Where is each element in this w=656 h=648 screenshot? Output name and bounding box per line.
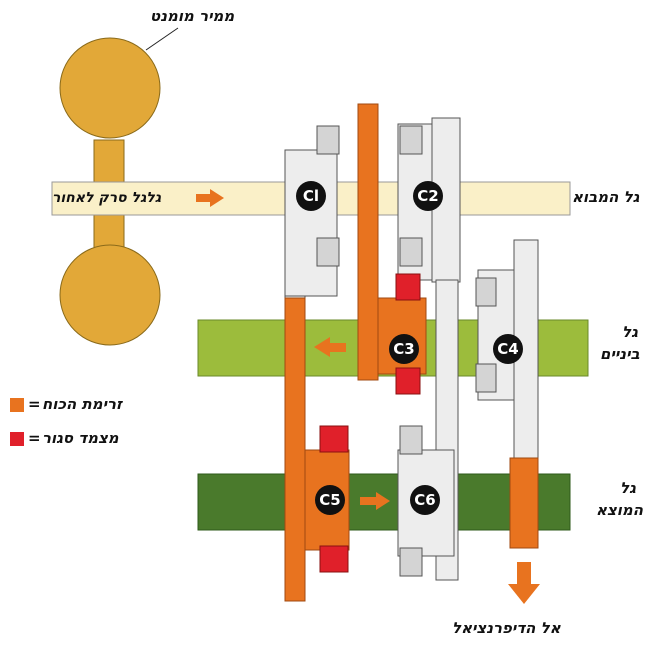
converter-disk-top bbox=[59, 37, 161, 139]
clutch-c2-label: C2 bbox=[413, 181, 443, 211]
legend-dash-1: = bbox=[28, 395, 41, 413]
intermediate-shaft-label-2: ביניים bbox=[600, 345, 640, 363]
svg-text:C5: C5 bbox=[319, 491, 340, 509]
clutch-c1-housing bbox=[284, 125, 340, 297]
clutch-c4-label: C4 bbox=[493, 334, 523, 364]
svg-text:Cl: Cl bbox=[303, 187, 319, 205]
output-shaft-label-1: גל bbox=[620, 479, 636, 497]
svg-text:C2: C2 bbox=[417, 187, 438, 205]
svg-text:C6: C6 bbox=[414, 491, 435, 509]
output-power-bar bbox=[509, 457, 539, 549]
converter-disk-bottom bbox=[59, 244, 161, 346]
arrow-input-right bbox=[196, 189, 224, 207]
down-arrow bbox=[508, 562, 540, 604]
to-differential-label: אל הדיפרנציאל bbox=[452, 619, 561, 637]
clutch-c5-label: C5 bbox=[315, 485, 345, 515]
svg-text:C4: C4 bbox=[497, 340, 518, 358]
legend-swatch-closed-clutch bbox=[10, 432, 24, 446]
clutch-c6-label: C6 bbox=[410, 485, 440, 515]
power-bar-left bbox=[284, 297, 306, 602]
svg-text:C3: C3 bbox=[393, 340, 414, 358]
clutch-c3-label: C3 bbox=[389, 334, 419, 364]
output-shaft-label-2: המוצא bbox=[596, 501, 644, 519]
legend-closed-clutch-label: מצמד סגור bbox=[42, 429, 119, 447]
clutch-c4-housing bbox=[475, 239, 539, 459]
power-bar-center bbox=[357, 103, 379, 381]
torque-converter bbox=[59, 27, 179, 346]
torque-converter-label: ממיר מומנט bbox=[150, 7, 235, 25]
legend-dash-2: = bbox=[28, 429, 41, 447]
arrow-output-right bbox=[360, 492, 390, 510]
clutch-c1-label: Cl bbox=[296, 181, 326, 211]
input-shaft-label: גל המבוא bbox=[572, 188, 640, 206]
legend-power-flow-label: זרימת הכוח bbox=[42, 395, 123, 413]
clutch-c2-housing bbox=[397, 117, 461, 283]
arrow-intermediate-left bbox=[314, 337, 346, 357]
converter-pointer bbox=[145, 27, 179, 51]
intermediate-shaft-label-1: גל bbox=[622, 323, 638, 341]
reverse-freewheel-label: גלגל סרק לאחור bbox=[52, 190, 161, 206]
legend-swatch-power-flow bbox=[10, 398, 24, 412]
